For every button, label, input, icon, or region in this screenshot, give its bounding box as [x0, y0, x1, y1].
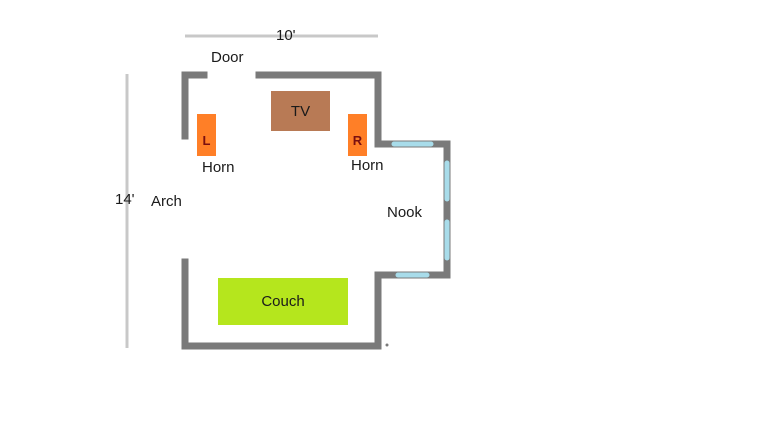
arch-label: Arch	[151, 193, 182, 210]
nook-label: Nook	[387, 204, 423, 221]
left-horn-label: Horn	[202, 159, 235, 176]
left-speaker: L	[197, 114, 216, 156]
right-speaker-letter: R	[352, 132, 363, 148]
couch: Couch	[218, 278, 348, 325]
left-speaker-letter: L	[202, 132, 211, 148]
width-dimension-label: 10'	[276, 27, 296, 44]
tv: TV	[271, 91, 330, 131]
corner-dot	[385, 343, 389, 347]
right-speaker: R	[348, 114, 367, 156]
door-label: Door	[211, 49, 244, 66]
length-dimension-label: 14'	[115, 191, 135, 208]
right-horn-label: Horn	[351, 157, 384, 174]
couch-label: Couch	[261, 293, 305, 310]
tv-label: TV	[290, 102, 311, 120]
nook-windows	[391, 141, 450, 278]
